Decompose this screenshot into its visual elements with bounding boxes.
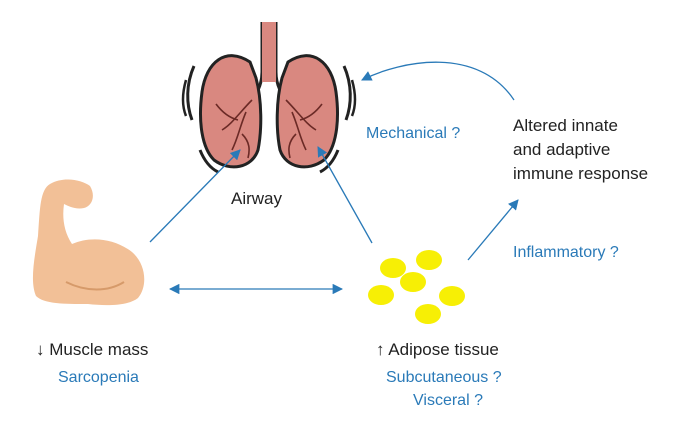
immune-line-1: Altered innate	[513, 116, 618, 135]
visceral-label: Visceral ?	[413, 392, 483, 409]
airway-label: Airway	[231, 189, 283, 208]
lungs-icon	[181, 22, 357, 174]
immune-response-label: Altered innate and adaptive immune respo…	[513, 114, 648, 186]
fat-cells-icon	[368, 250, 465, 324]
mechanical-label: Mechanical ?	[366, 125, 461, 142]
immune-line-3: immune response	[513, 164, 649, 183]
adipose-tissue-label: ↑ Adipose tissue	[376, 340, 499, 359]
arrow-adipose-to-immune	[467, 199, 519, 261]
muscle-mass-label: ↓ Muscle mass	[36, 340, 149, 359]
arrow-adipose-to-airway	[317, 146, 373, 244]
subcutaneous-label: Subcutaneous ?	[386, 369, 502, 386]
sarcopenia-label: Sarcopenia	[58, 369, 139, 386]
arrow-immune-to-airway	[361, 61, 515, 101]
flexed-arm-icon	[32, 179, 145, 306]
arrow-muscle-to-airway	[149, 149, 241, 243]
inflammatory-label: Inflammatory ?	[513, 244, 619, 261]
immune-line-2: and adaptive	[513, 140, 611, 159]
